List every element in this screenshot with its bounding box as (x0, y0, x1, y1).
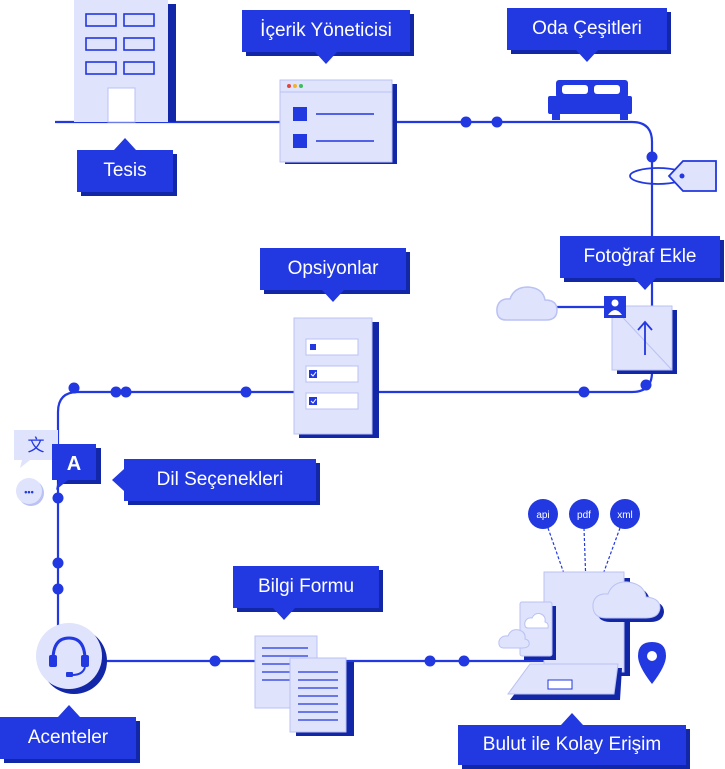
label-fotograf-text: Fotoğraf Ekle (583, 246, 697, 267)
label-opsiyonlar-text: Opsiyonlar (287, 258, 379, 279)
more-options-glyph: ••• (24, 487, 33, 497)
label-bulut-text: Bulut ile Kolay Erişim (482, 734, 662, 755)
translate-icon: 文 A ••• (14, 430, 101, 506)
headset-icon (36, 623, 107, 694)
label-acenteler: Acenteler (0, 705, 140, 763)
pdf-badge: pdf (569, 499, 599, 529)
label-opsiyonlar: Opsiyonlar (260, 248, 410, 302)
xml-badge: xml (610, 499, 640, 529)
label-acenteler-text: Acenteler (27, 727, 109, 748)
label-oda-text: Oda Çeşitleri (532, 18, 642, 39)
connector-dots (52, 116, 658, 667)
svg-text:api: api (536, 510, 549, 521)
svg-text:pdf: pdf (577, 510, 591, 521)
label-tesis-text: Tesis (103, 160, 147, 181)
api-badge: api (528, 499, 558, 529)
large-cloud-icon (592, 581, 664, 622)
label-bilgi-formu: Bilgi Formu (233, 566, 383, 620)
label-fotograf-ekle: Fotoğraf Ekle (560, 236, 724, 290)
label-dil-text: Dil Seçenekleri (156, 469, 284, 490)
location-pin-icon (638, 642, 666, 684)
source-language-glyph: 文 (28, 436, 45, 455)
small-cloud-icon (498, 629, 530, 649)
checklist-icon (293, 317, 379, 438)
photo-upload-icon (604, 296, 677, 374)
cloud-icon (496, 286, 558, 321)
svg-text:xml: xml (617, 510, 633, 521)
label-bulut-kolay-erisim: Bulut ile Kolay Erişim (458, 713, 690, 769)
browser-window-icon (279, 79, 397, 164)
label-bilgi-text: Bilgi Formu (257, 576, 355, 597)
label-dil-secenekleri: Dil Seçenekleri (112, 459, 320, 505)
document-stack-icon (254, 635, 354, 736)
tag-icon (629, 160, 717, 192)
label-icerik-text: İçerik Yöneticisi (260, 20, 392, 41)
phone-icon (519, 601, 556, 660)
label-tesis: Tesis (77, 138, 177, 196)
target-language-glyph: A (67, 453, 81, 475)
bed-icon (548, 80, 632, 120)
building-icon (74, 0, 176, 123)
label-oda-cesitleri: Oda Çeşitleri (507, 8, 671, 62)
label-icerik-yoneticisi: İçerik Yöneticisi (242, 10, 414, 64)
